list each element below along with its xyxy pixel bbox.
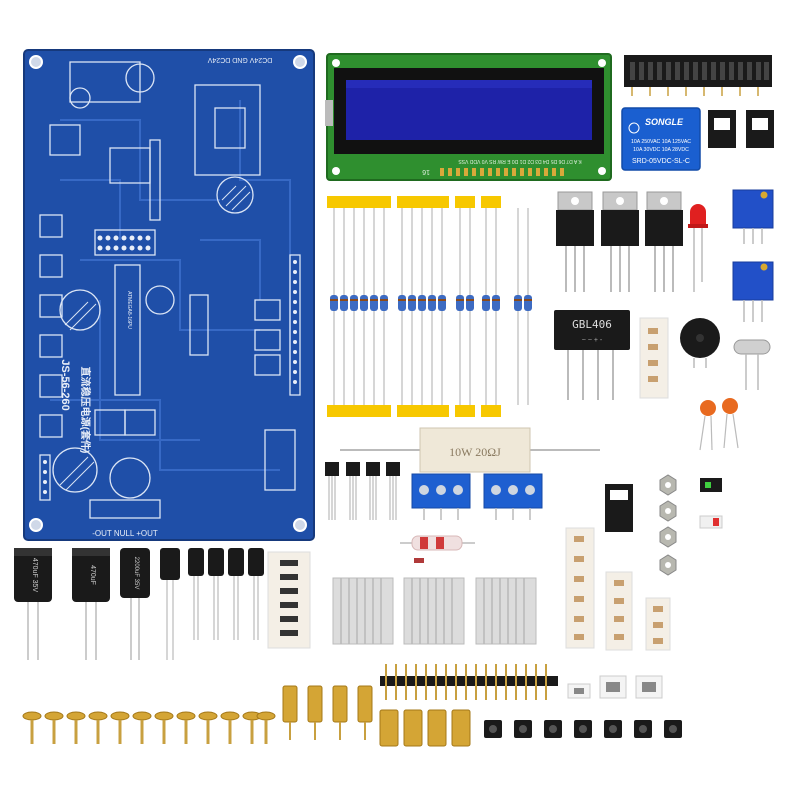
- voltage-regulators: [556, 191, 683, 292]
- smd-tape-strip: [639, 317, 669, 399]
- capacitor-label-3: 2200uF 35V: [133, 557, 139, 590]
- capacitor-label-1: 470uF 35V: [31, 558, 38, 593]
- smd-tape-strips: [565, 527, 671, 651]
- terminal-sockets: [708, 110, 774, 148]
- screws: [22, 711, 276, 744]
- bridge-rectifier: GBL406 ~ ~ + -: [554, 310, 630, 400]
- pcb-model-label: JS-56-260: [59, 359, 71, 410]
- lcd-screen: [346, 80, 592, 140]
- relay-brand: SONGLE: [645, 117, 684, 127]
- smd-tape-strip-left: [267, 551, 311, 649]
- pcb-board: DC24V GND DC24V JS-56-260 直流稳压电源(套件) -OU…: [23, 49, 315, 541]
- mounting-hole: [29, 55, 43, 69]
- male-pin-header: [380, 664, 558, 700]
- small-diode: [414, 558, 424, 563]
- trimmer-pots: [732, 189, 774, 322]
- lcd-pin-count: 16: [422, 168, 430, 175]
- red-led: [688, 204, 708, 292]
- female-header: [624, 55, 772, 96]
- relay-model: SRD-05VDC-SL-C: [632, 158, 690, 165]
- relay: SONGLE 10A 250VAC 10A 125VAC 10A 30VDC 1…: [621, 107, 701, 171]
- pcb-output-label: -OUT NULL +OUT: [92, 529, 158, 538]
- lcd-pin-row: K A D7 D6 D5 D4 D3 D2 D1 D0 E RW RS V0 V…: [458, 158, 582, 164]
- electrolytic-capacitors: 470uF 35V 470uF 2200uF 35V: [14, 548, 264, 660]
- mounting-hole: [29, 518, 43, 532]
- pcb-power-label: DC24V GND DC24V: [207, 56, 272, 63]
- brass-standoffs: [282, 685, 471, 747]
- pcb-chinese-label: 直流稳压电源(套件): [79, 367, 92, 454]
- terminal-blocks: [411, 473, 543, 520]
- buzzer: [680, 318, 720, 368]
- dip-ic: [605, 484, 633, 532]
- heatsinks: [332, 577, 537, 645]
- relay-rating-line2: 10A 30VDC 10A 28VDC: [633, 147, 689, 153]
- ceramic-capacitors: [699, 398, 739, 451]
- slide-switches: [699, 478, 723, 529]
- svg-text:~ ~ + -: ~ ~ + -: [582, 337, 603, 344]
- power-resistor-label: 10W 20ΩJ: [449, 445, 501, 459]
- crystal: [733, 339, 771, 390]
- bridge-rectifier-label: GBL406: [572, 318, 612, 331]
- tactile-switches: [484, 720, 682, 738]
- pcb-ic-label: ATMEGA8-16PU: [126, 291, 132, 329]
- mounting-hole: [293, 518, 307, 532]
- lcd-module: 16 K A D7 D6 D5 D4 D3 D2 D1 D0 E RW RS V…: [325, 53, 612, 181]
- hex-nuts: [659, 474, 677, 576]
- smd-connectors: [567, 675, 663, 699]
- mounting-hole: [293, 55, 307, 69]
- power-resistor: 10W 20ΩJ: [340, 427, 600, 473]
- relay-rating-line1: 10A 250VAC 10A 125VAC: [631, 139, 691, 145]
- taped-resistors: [327, 196, 532, 417]
- capacitor-label-2: 470uF: [89, 565, 96, 585]
- fuse: [400, 535, 475, 551]
- transistors: [325, 462, 400, 520]
